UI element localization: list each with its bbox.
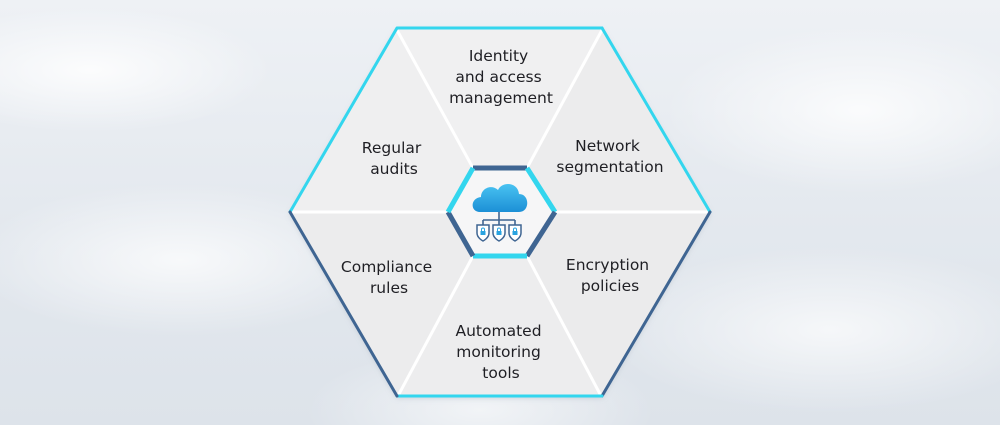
- segment-group: [290, 28, 710, 396]
- segment-upper-right: [527, 28, 710, 212]
- segment-bottom: [397, 256, 602, 396]
- segment-dividers: [290, 28, 710, 396]
- segment-lower-left: [290, 212, 473, 396]
- segment-upper-left: [290, 28, 473, 212]
- segment-top: [397, 28, 602, 168]
- label-encryption-policies: Encryption policies: [566, 256, 654, 295]
- label-identity-access-management: Identity and access management: [449, 47, 553, 107]
- shield-icon: [508, 224, 522, 242]
- label-regular-audits: Regular audits: [362, 139, 426, 178]
- shield-icon: [492, 224, 506, 242]
- label-automated-monitoring-tools: Automated monitoring tools: [456, 322, 547, 382]
- label-network-segmentation: Network segmentation: [556, 137, 663, 176]
- hexagon-border: [288, 26, 712, 398]
- label-compliance-rules: Compliance rules: [341, 258, 437, 297]
- segment-lower-right: [527, 212, 710, 396]
- shield-icon: [476, 224, 490, 242]
- center-hexagon-border: [445, 165, 558, 259]
- cloud-security-icon: [472, 184, 528, 242]
